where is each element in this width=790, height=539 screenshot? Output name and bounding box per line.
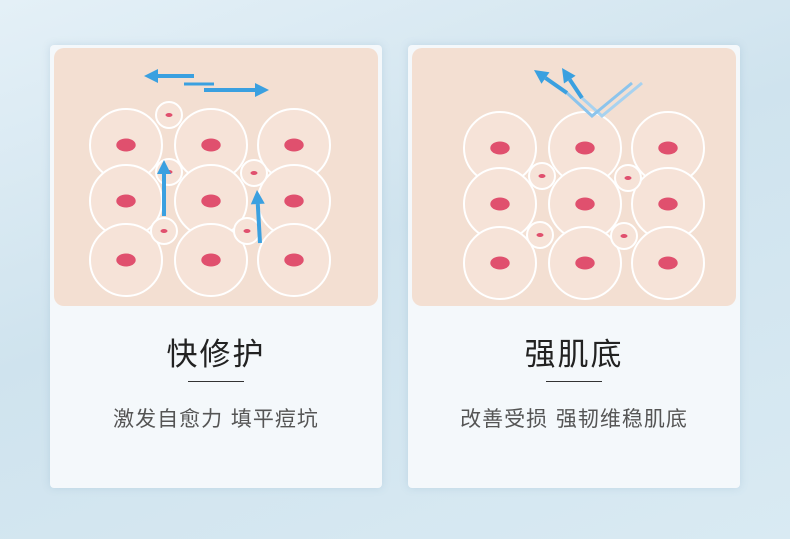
cell-nucleus [575,197,595,211]
arrow-head-icon [534,70,550,84]
cell-nucleus [201,138,221,152]
reflect-line [580,81,643,118]
arrow-head-icon [250,190,265,205]
cell-nucleus [658,197,678,211]
small-cell-nucleus [620,234,628,238]
cell-nucleus [116,194,136,208]
cell-nucleus [284,253,304,267]
arrow-shaft [568,78,584,100]
card-title: 快修护 [166,337,266,373]
small-cell-nucleus [624,176,632,180]
cell-nucleus [284,138,304,152]
cell-nucleus [658,141,678,155]
card-subtitle: 激发自愈力 填平痘坑 [113,407,319,431]
skin-barrier-illustration [412,48,736,306]
divider [546,381,602,382]
small-cell-nucleus [165,113,173,117]
cell-nucleus [201,194,221,208]
arrow-shaft [255,203,262,244]
card-title: 强肌底 [524,337,624,373]
cell-nucleus [575,141,595,155]
cell-nucleus [284,194,304,208]
reflect-line [565,81,633,118]
small-cell-nucleus [160,229,168,233]
small-cell-nucleus [250,171,258,175]
small-cell-nucleus [538,174,546,178]
cell-nucleus [201,253,221,267]
cell-nucleus [490,256,510,270]
cell-nucleus [575,256,595,270]
arrow-head-icon [144,69,158,83]
card-quick-repair: 快修护 激发自愈力 填平痘坑 [50,45,382,488]
cell-nucleus [490,197,510,211]
cell-nucleus [658,256,678,270]
divider [188,381,244,382]
cells-diagram [89,69,331,297]
skin-repair-illustration [54,48,378,306]
small-cell-nucleus [536,233,544,237]
cell-nucleus [116,253,136,267]
arrow-head-icon [562,68,576,84]
arrow-head-icon [255,83,269,97]
cell-nucleus [116,138,136,152]
cell-nucleus [490,141,510,155]
arrow-head-icon [157,160,171,174]
arrow-shaft [544,76,569,95]
card-subtitle: 改善受损 强韧维稳肌底 [460,407,688,431]
cells-diagram [463,68,705,300]
small-cell-nucleus [243,229,251,233]
card-strong-barrier: 强肌底 改善受损 强韧维稳肌底 [408,45,740,488]
